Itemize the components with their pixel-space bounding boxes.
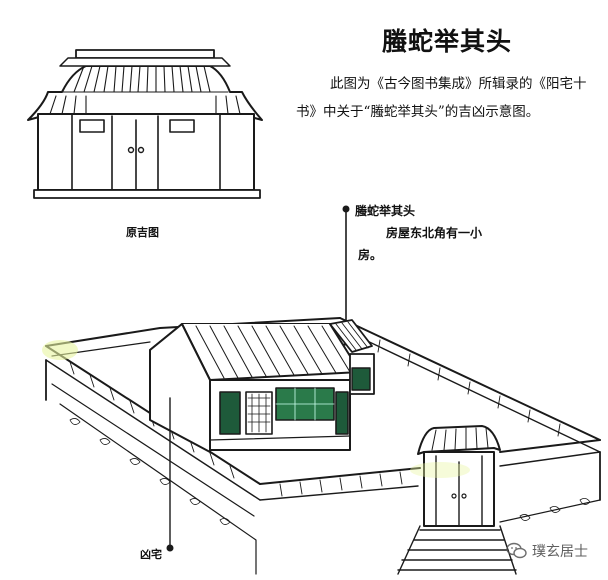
watermark-text: 璞玄居士: [532, 544, 588, 560]
scan-tint: [42, 340, 470, 478]
watermark: 璞玄居士: [506, 541, 588, 561]
courtyard-compound-drawing: [45, 317, 601, 575]
ominous-house-caption: 凶宅: [140, 548, 162, 561]
callout-leader: [342, 205, 350, 339]
callout-title: 螣蛇举其头: [355, 204, 416, 218]
wechat-icon: [506, 542, 527, 559]
page-title: 螣蛇举其头: [382, 27, 513, 56]
original-house-drawing: [27, 49, 263, 199]
description-text: 此图为《古今图书集成》所辑录的《阳宅十书》中关于“螣蛇举其头”的吉凶示意图。: [296, 76, 587, 120]
original-house-caption: 原吉图: [126, 226, 159, 239]
callout-note: 房屋东北角有一小房。: [358, 226, 483, 262]
